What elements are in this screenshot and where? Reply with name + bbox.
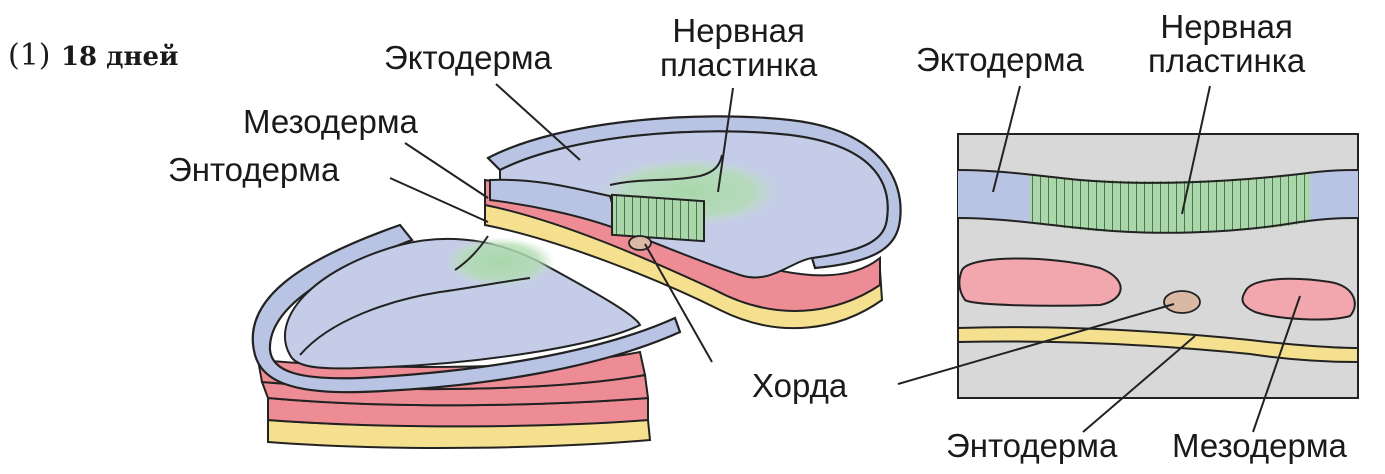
- section-label-mesoderm: Мезодерма: [1172, 428, 1347, 464]
- label-neural-plate: Нервная пластинка: [660, 14, 817, 82]
- stage-number: (1): [8, 38, 51, 73]
- cross-section: [958, 134, 1358, 398]
- section-label-endoderm: Энтодерма: [946, 428, 1117, 464]
- label-ectoderm: Эктодерма: [384, 40, 552, 76]
- label-mesoderm: Мезодерма: [243, 104, 418, 140]
- left-neural-plate-patch: [445, 237, 555, 287]
- section-ectoderm-right: [1310, 170, 1358, 222]
- right-cut-neural-stripes: [612, 195, 704, 241]
- label-endoderm: Энтодерма: [168, 152, 339, 188]
- leader-endoderm: [390, 178, 488, 222]
- section-label-neural-plate: Нервная пластинка: [1148, 10, 1305, 78]
- label-notochord: Хорда: [752, 368, 847, 404]
- section-label-ectoderm: Эктодерма: [916, 42, 1084, 78]
- section-ectoderm-left: [958, 170, 1030, 222]
- stage-days: 18 дней: [61, 42, 178, 72]
- stage-title: (1) 18 дней: [8, 38, 178, 73]
- section-notochord: [1164, 291, 1200, 313]
